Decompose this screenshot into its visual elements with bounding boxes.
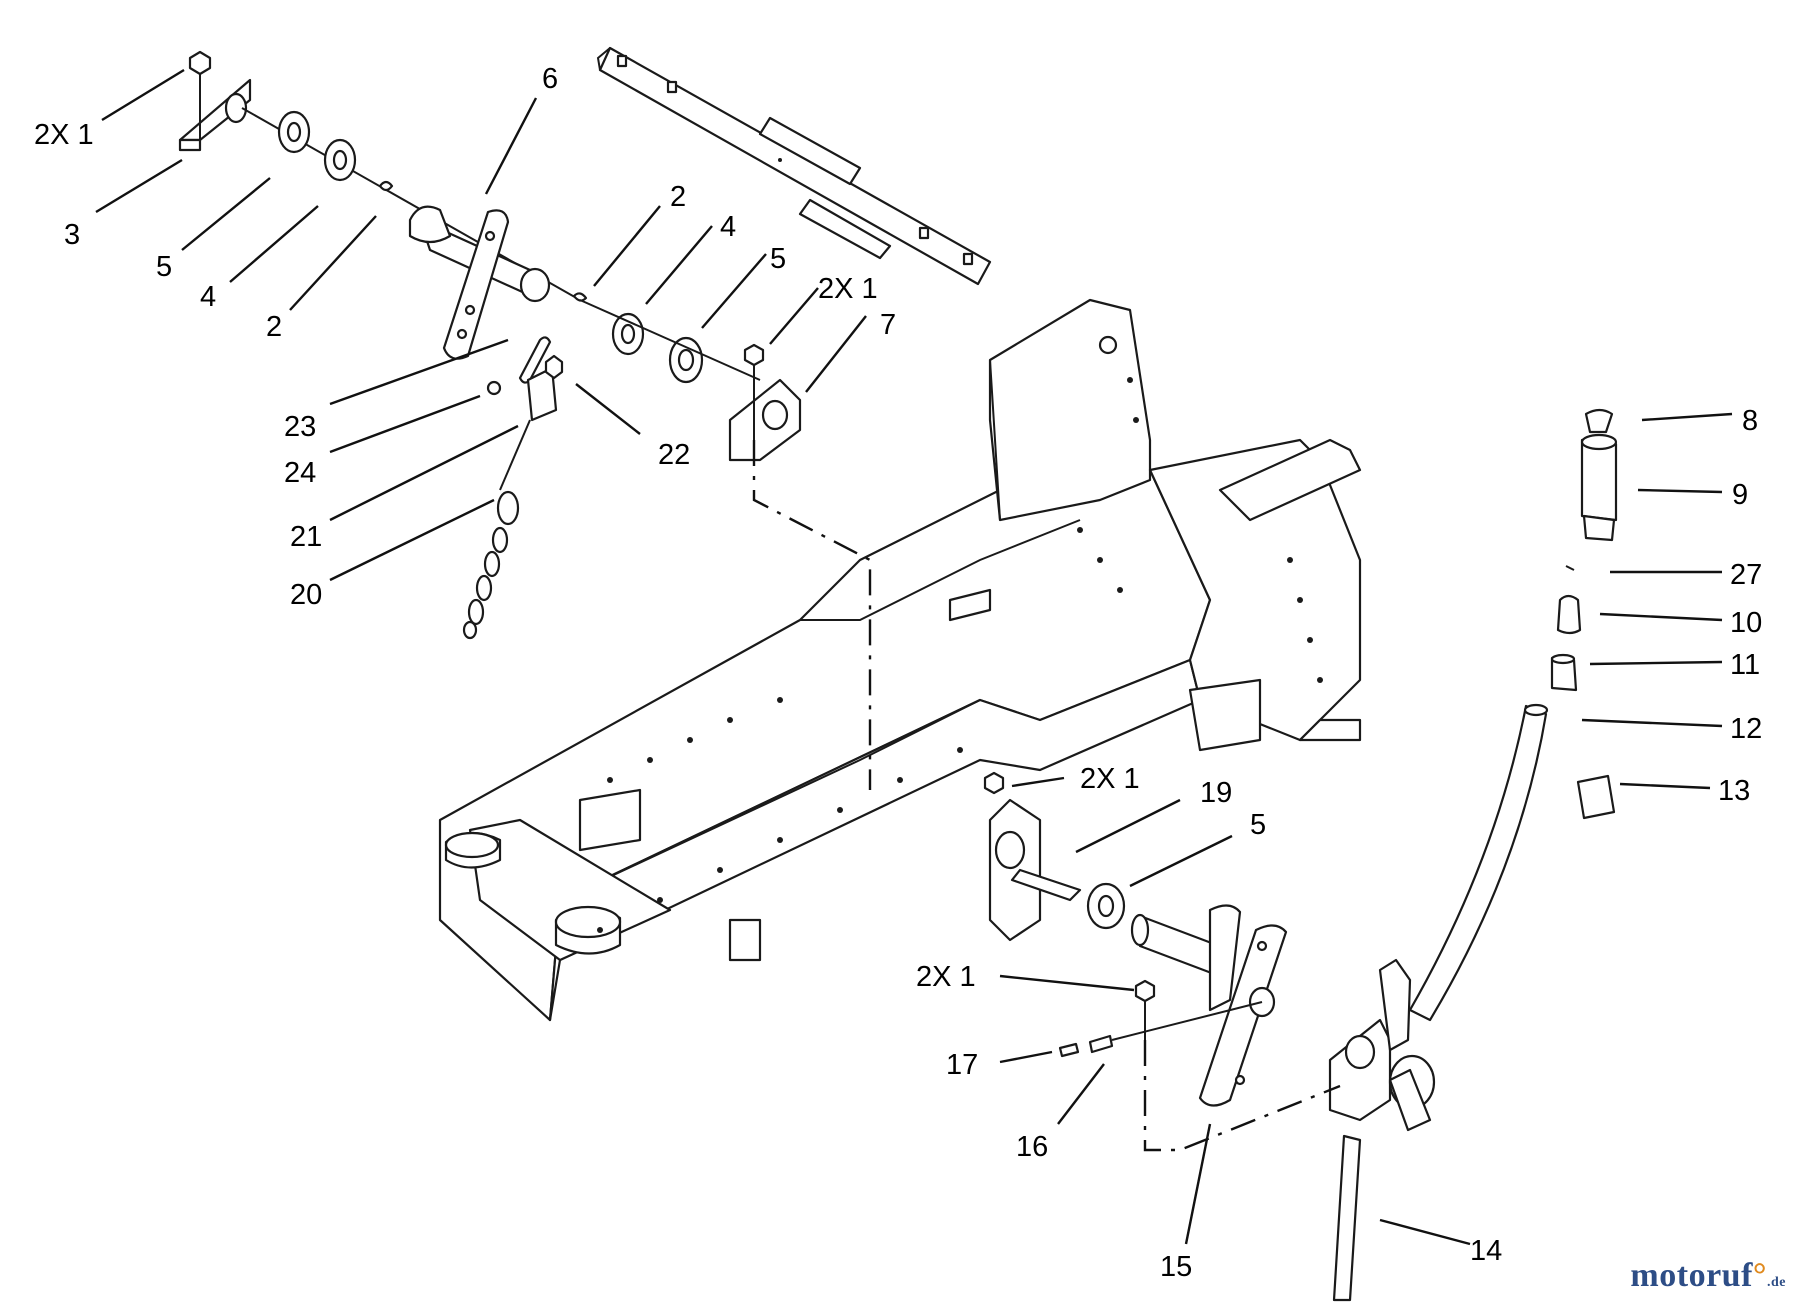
frame-holes [597,377,1323,933]
callout-6: 6 [542,63,558,95]
callout-22: 22 [658,439,690,471]
watermark-accent: ° [1752,1257,1767,1294]
callout-15: 15 [1160,1251,1192,1283]
callout-2x1-bottom: 2X 1 [916,961,976,993]
callout-3: 3 [64,219,80,251]
top-plate [596,46,992,286]
hex-bolt-lower [983,771,1005,795]
hex-bolt-bottom [1134,979,1156,1040]
assembly-lines [752,440,1341,1152]
front-bumper-right [554,905,622,955]
front-bumper-left [444,831,502,869]
callout-5-lower: 5 [1250,809,1266,841]
callout-4-mid: 4 [720,211,736,243]
callout-2x1-lower: 2X 1 [1080,763,1140,795]
callout-2-mid: 2 [670,181,686,213]
callout-21: 21 [290,521,322,553]
lever-handle [1332,408,1618,1302]
callout-17: 17 [946,1049,978,1081]
callout-11: 11 [1730,649,1760,681]
callout-24: 24 [284,457,316,489]
callout-16: 16 [1016,1131,1048,1163]
callout-2x1-mid: 2X 1 [818,273,878,305]
callout-labels: 2X 1 3 5 4 2 6 2 4 5 2X 1 7 23 24 22 21 … [34,63,1762,1283]
callout-14: 14 [1470,1235,1502,1267]
callout-7: 7 [880,309,896,341]
callout-2x1-top-left: 2X 1 [34,119,94,151]
callout-19: 19 [1200,777,1232,809]
leader-lines [95,68,1733,1246]
chain-pin-assembly [462,336,564,640]
callout-5-left: 5 [156,251,172,283]
callout-23: 23 [284,411,316,443]
callout-20: 20 [290,579,322,611]
watermark-logo: motoruf°.de [1630,1257,1786,1295]
callout-4-left: 4 [200,281,216,313]
hex-bolt-top-left [188,50,212,140]
callout-13: 13 [1718,775,1750,807]
callout-8: 8 [1742,405,1758,437]
watermark-suffix: .de [1767,1275,1786,1290]
lower-pivot-assembly [983,771,1436,1132]
callout-27: 27 [1730,559,1762,591]
callout-12: 12 [1730,713,1762,745]
watermark-main: motoruf [1630,1257,1753,1294]
callout-9: 9 [1732,479,1748,511]
callout-10: 10 [1730,607,1762,639]
callout-2-left: 2 [266,311,282,343]
hex-bolt-mid [743,343,765,440]
callout-5-mid: 5 [770,243,786,275]
upper-shaft-assembly [178,50,802,462]
main-frame [438,298,1362,1022]
